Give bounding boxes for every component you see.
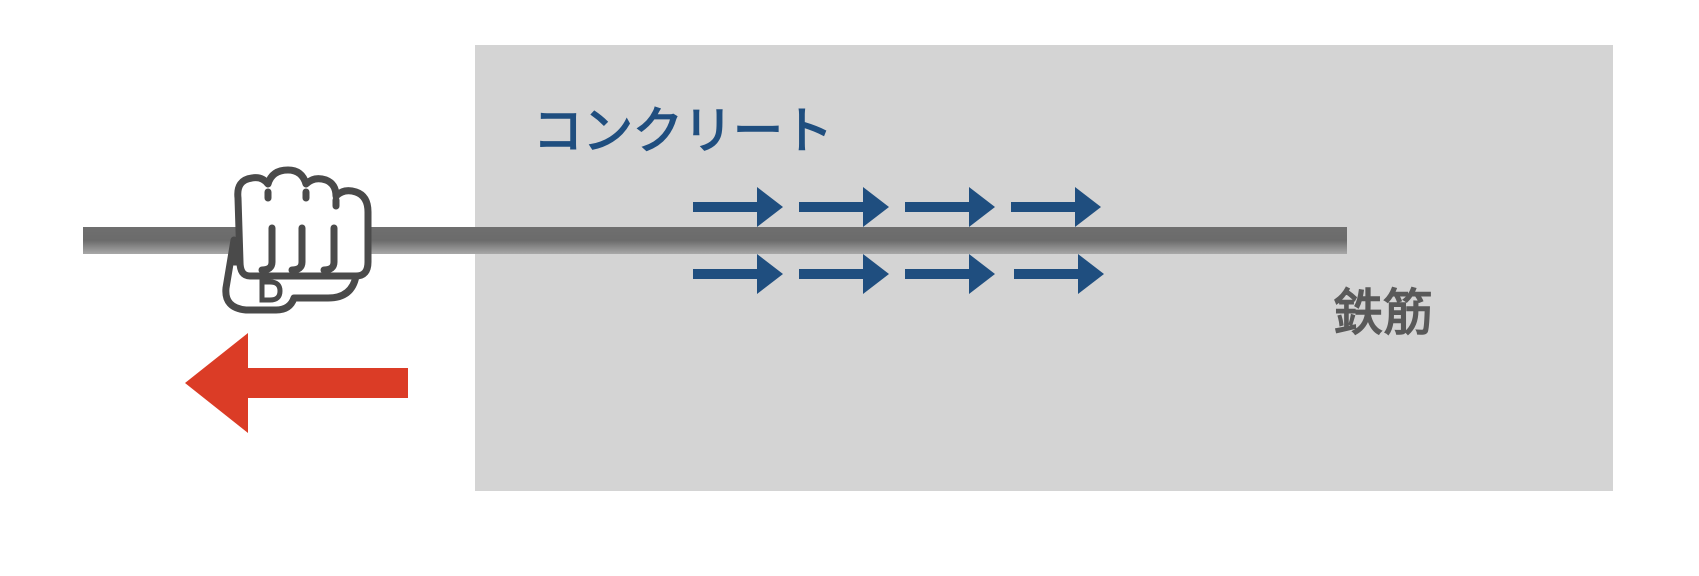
rebar-label: 鉄筋 (1333, 284, 1433, 342)
arrow-right-icon (799, 254, 889, 294)
arrow-right-icon (905, 254, 995, 294)
arrow-right-icon (1014, 254, 1104, 294)
arrow-right-icon (799, 187, 889, 227)
fist-gripping-icon (222, 166, 372, 314)
bond-stress-arrows (693, 187, 1104, 294)
concrete-label: コンクリート (533, 102, 833, 160)
hand-thumb-mark (259, 279, 283, 303)
arrow-right-icon (693, 187, 783, 227)
arrow-right-icon (693, 254, 783, 294)
arrow-right-icon (905, 187, 995, 227)
concrete-block (475, 45, 1613, 491)
arrow-right-icon (1011, 187, 1101, 227)
arrow-left-icon (185, 333, 408, 433)
